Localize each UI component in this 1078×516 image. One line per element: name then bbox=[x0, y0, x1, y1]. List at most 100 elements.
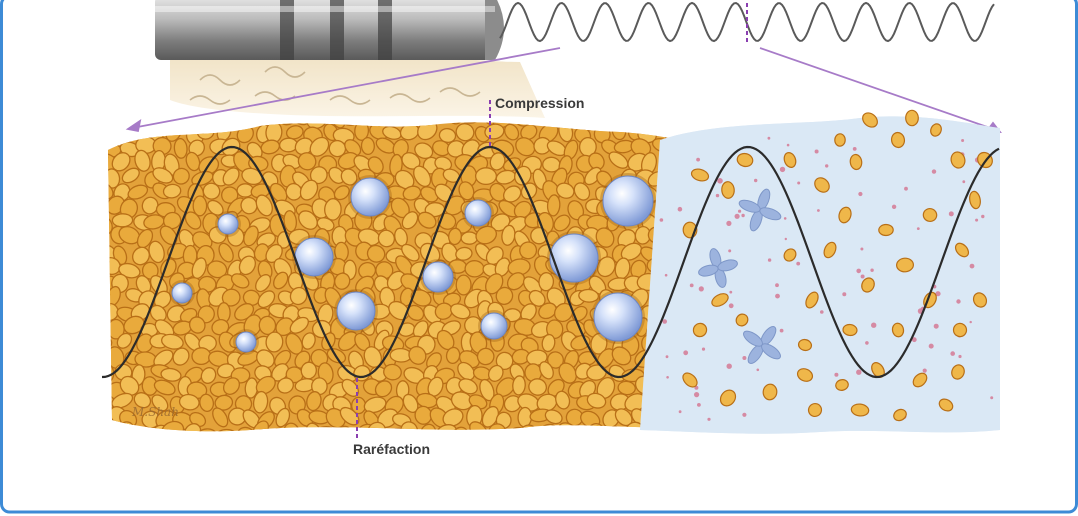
debris-cell bbox=[891, 322, 905, 338]
tissue-cell bbox=[455, 246, 473, 261]
tissue-cell bbox=[495, 351, 514, 371]
tissue-cell bbox=[188, 316, 206, 334]
tissue-cell bbox=[255, 375, 276, 395]
tissue-cell bbox=[299, 179, 319, 201]
debris-cell bbox=[736, 152, 754, 168]
tissue-cell bbox=[487, 364, 504, 382]
tissue-cell bbox=[520, 123, 538, 141]
debris-cell bbox=[796, 368, 814, 382]
tissue-cell bbox=[289, 316, 309, 334]
tissue-cell bbox=[133, 392, 152, 409]
fluid-particle bbox=[856, 268, 861, 274]
fluid-particle bbox=[786, 143, 790, 147]
fluid-particle bbox=[950, 351, 955, 356]
tissue-cell bbox=[360, 136, 375, 156]
fluid-particle bbox=[858, 191, 863, 197]
fluid-particle bbox=[933, 323, 939, 329]
tissue-cell bbox=[442, 408, 464, 427]
debris-cell bbox=[762, 383, 778, 401]
fluid-particle bbox=[742, 356, 747, 360]
fluid-particle bbox=[697, 403, 701, 407]
tissue-cell bbox=[558, 362, 577, 384]
tissue-cell bbox=[162, 183, 182, 199]
fluid-particle bbox=[767, 258, 772, 262]
fluid-particle bbox=[865, 341, 869, 345]
tissue-cell bbox=[340, 168, 358, 186]
debris-cell bbox=[849, 153, 863, 171]
tissue-cell bbox=[555, 390, 571, 410]
tissue-cell bbox=[455, 274, 472, 296]
emitted-wave bbox=[499, 1, 995, 43]
debris-cell bbox=[890, 131, 906, 149]
tissue-cell bbox=[265, 243, 283, 264]
tissue-cell bbox=[354, 122, 370, 141]
tissue-cell bbox=[538, 272, 555, 292]
fluid-particle bbox=[683, 350, 689, 356]
bubble bbox=[235, 331, 257, 353]
fluid-particle bbox=[891, 204, 897, 209]
tissue-cell bbox=[206, 260, 228, 279]
debris-cell bbox=[938, 398, 954, 412]
debris-cell bbox=[850, 403, 870, 417]
fluid-particle bbox=[981, 214, 985, 219]
fluid-particle bbox=[904, 186, 908, 191]
fluid-particle bbox=[825, 164, 829, 168]
fluid-particle bbox=[969, 263, 975, 269]
bubble bbox=[350, 177, 390, 217]
bubble bbox=[422, 261, 454, 293]
tissue-cell bbox=[374, 380, 393, 398]
tissue-cell bbox=[202, 182, 221, 200]
debris-cell bbox=[783, 248, 797, 262]
fluid-particle bbox=[935, 291, 941, 297]
tissue-cell bbox=[173, 137, 188, 159]
tissue-cell bbox=[222, 167, 240, 186]
tissue-cell bbox=[413, 165, 432, 188]
fluid-particle bbox=[662, 319, 667, 324]
tissue-cell bbox=[414, 142, 434, 160]
tissue-cell bbox=[474, 167, 498, 186]
tissue-cell bbox=[214, 394, 234, 411]
tissue-cell bbox=[611, 346, 632, 366]
tissue-cell bbox=[185, 151, 201, 172]
debris-cell bbox=[922, 207, 938, 223]
tissue-cell bbox=[289, 286, 308, 306]
bubble bbox=[602, 175, 654, 227]
tissue-cell bbox=[596, 256, 616, 278]
tissue-cell bbox=[218, 242, 234, 263]
fluid-particle bbox=[726, 363, 732, 369]
tissue-cell bbox=[337, 331, 359, 352]
tissue-cell bbox=[306, 122, 328, 130]
cavitation-bubble-icon bbox=[169, 173, 656, 355]
tissue-cell bbox=[252, 390, 269, 414]
debris-cell bbox=[954, 242, 970, 258]
debris-cell bbox=[814, 177, 830, 193]
tissue-cell bbox=[492, 122, 512, 129]
tissue-cell bbox=[608, 151, 629, 169]
tissue-cell bbox=[419, 423, 437, 432]
tissue-cell bbox=[546, 319, 564, 340]
fluid-particle bbox=[990, 396, 994, 400]
tissue-cell bbox=[541, 333, 556, 353]
fluid-particle bbox=[842, 292, 847, 297]
tissue-cell bbox=[417, 211, 437, 229]
debris-cell bbox=[969, 190, 981, 210]
tissue-cell bbox=[533, 136, 552, 155]
tissue-cell bbox=[256, 349, 275, 369]
tissue-cell bbox=[161, 333, 184, 350]
fluid-particle bbox=[717, 178, 723, 184]
fluid-particle bbox=[860, 274, 865, 279]
tissue-cell bbox=[149, 304, 167, 323]
debris-cell bbox=[719, 389, 737, 407]
debris-cell bbox=[952, 322, 968, 338]
ultrasound-transducer-icon bbox=[155, 0, 504, 60]
tissue-cell bbox=[476, 347, 495, 366]
fluid-particle bbox=[817, 209, 820, 212]
fluid-particle bbox=[775, 283, 779, 288]
fluid-particle bbox=[856, 369, 862, 375]
tissue-cell bbox=[506, 272, 526, 291]
fluid-particle bbox=[958, 354, 962, 359]
fluid-particle bbox=[911, 337, 917, 343]
tissue-cell bbox=[503, 185, 522, 203]
tissue-cell bbox=[339, 122, 362, 126]
